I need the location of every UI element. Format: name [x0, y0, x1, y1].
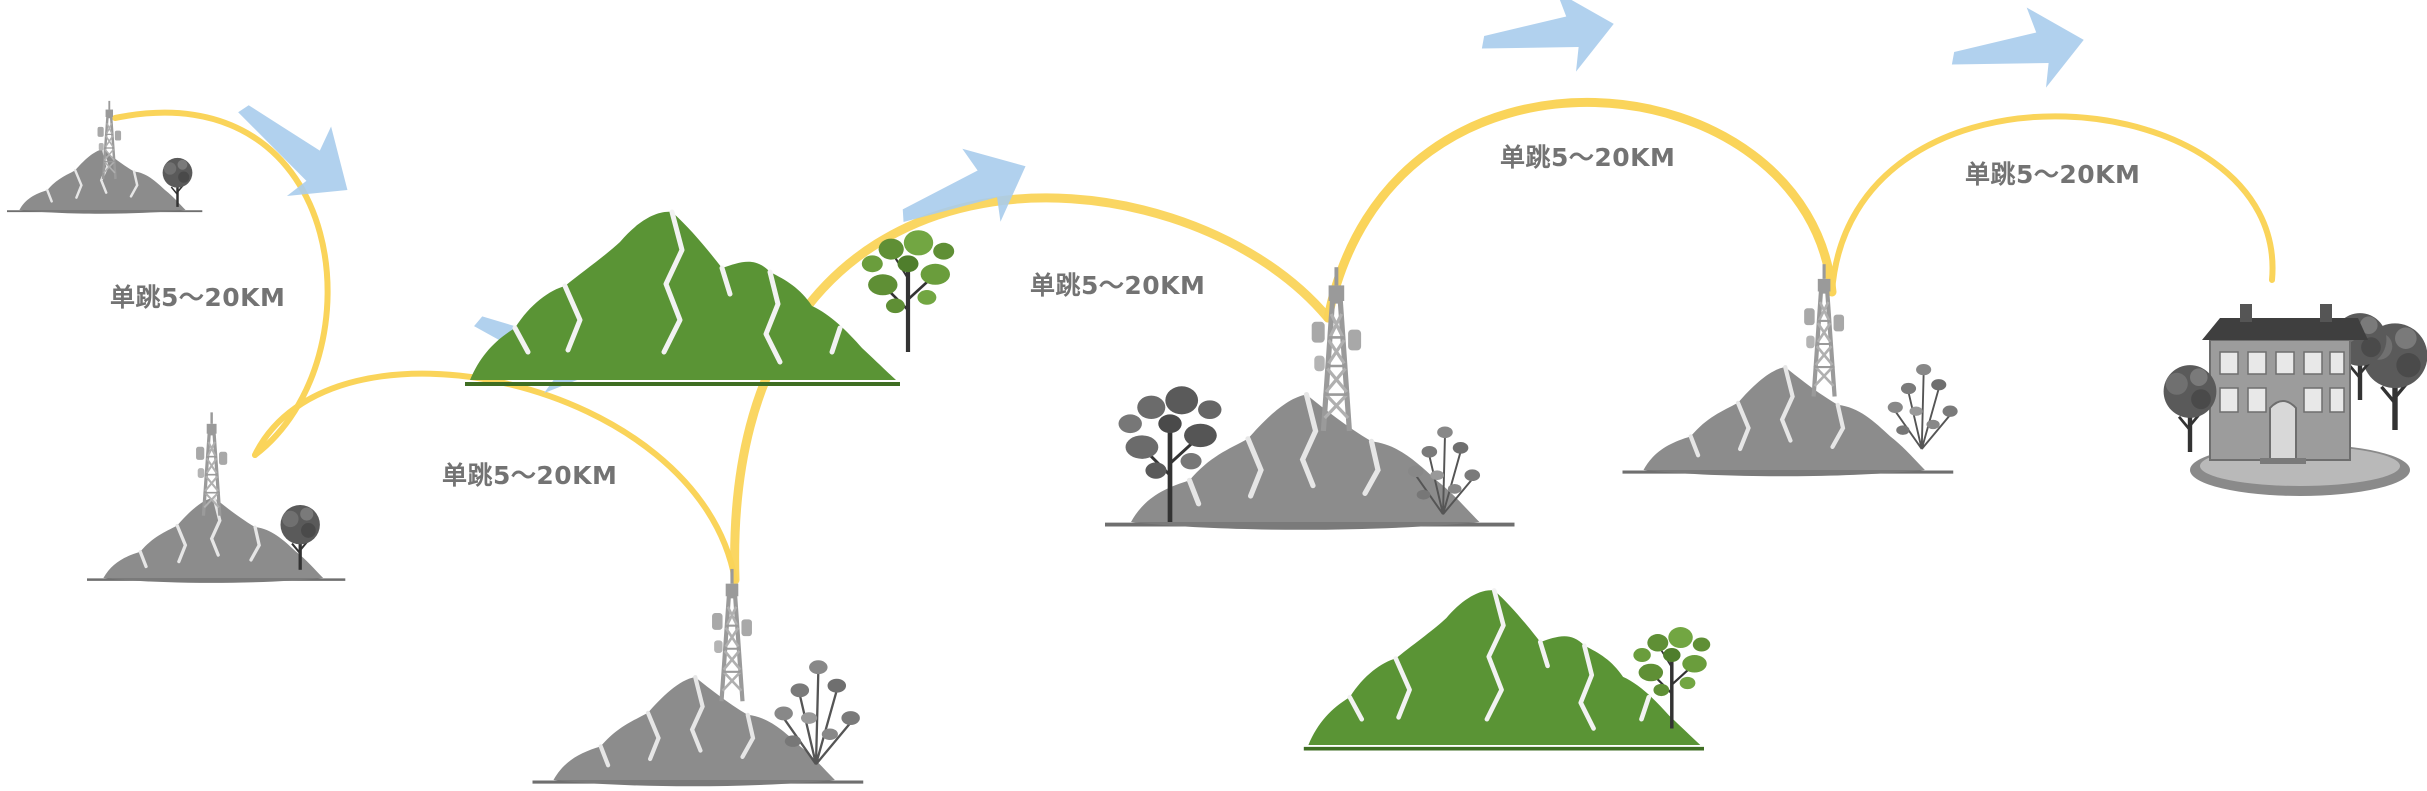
relay-station-3 — [533, 569, 864, 786]
building-icon — [2202, 304, 2368, 464]
relay-station-1 — [5, 99, 204, 215]
hop-label-5: 单跳5～20KM — [1965, 160, 2141, 189]
obstacle-mountain-2 — [1304, 590, 1713, 748]
link-arc-3 — [730, 193, 1333, 585]
hop-label-3: 单跳5～20KM — [1030, 271, 1206, 300]
tower-icon — [1804, 264, 1844, 396]
tower-icon — [712, 569, 752, 701]
tree-icon — [2164, 365, 2217, 452]
hop-label-4: 单跳5～20KM — [1500, 143, 1676, 172]
destination-building — [2164, 304, 2427, 496]
link-arc-4 — [1323, 98, 1837, 323]
tree-icon — [1886, 363, 1959, 450]
relay-station-2 — [85, 410, 347, 585]
relay-station-4 — [1105, 267, 1515, 530]
direction-arrow-icon — [1945, 0, 2090, 101]
relay-station-5 — [1623, 264, 1959, 476]
hop-label-2: 单跳5～20KM — [442, 461, 618, 490]
hop-label-1: 单跳5～20KM — [110, 283, 286, 312]
tower-icon — [194, 410, 229, 518]
direction-arrow-icon — [1475, 0, 1620, 85]
link-arc-5 — [1829, 113, 2276, 295]
direction-arrow-icon — [215, 76, 373, 224]
